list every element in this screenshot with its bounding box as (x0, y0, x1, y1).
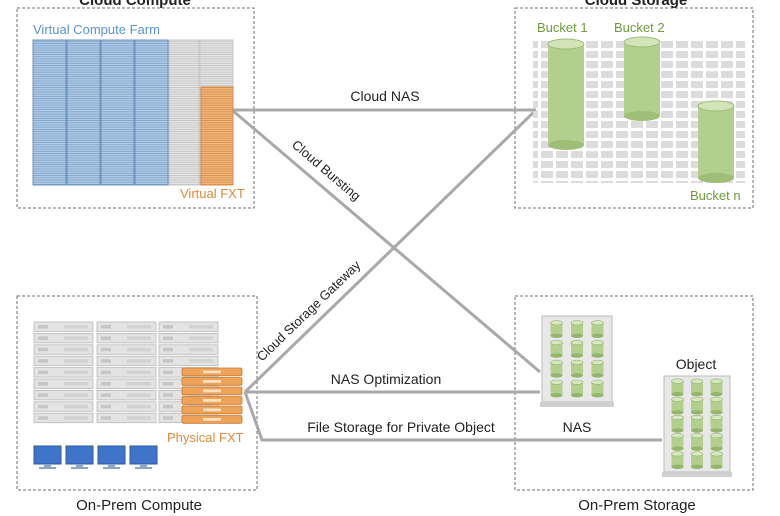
cloud-compute-box (16, 7, 255, 209)
bucket-2-label: Bucket 2 (614, 20, 665, 35)
monitor-icon (97, 445, 126, 469)
server-rack-icon (168, 39, 200, 186)
object-label: Object (676, 356, 717, 372)
file-storage-line (243, 391, 662, 442)
server-stack-icon (33, 321, 94, 424)
physical-fxt-label: Physical FXT (167, 430, 244, 445)
cloud-storage-title: Cloud Storage (585, 0, 688, 9)
bucket-n-label: Bucket n (690, 188, 741, 203)
bucket-2-icon (623, 36, 661, 121)
virtual-fxt-label: Virtual FXT (180, 186, 245, 201)
workstations (33, 445, 158, 469)
server-rack-icon (134, 39, 169, 186)
monitor-icon (33, 445, 62, 469)
physical-fxt-icon (181, 367, 243, 424)
cloud-bursting-line (231, 108, 541, 374)
onprem-storage-title: On-Prem Storage (578, 497, 696, 514)
server-rack-icon (66, 39, 101, 186)
object-cabinet-icon (662, 375, 732, 477)
server-rack-icon (100, 39, 135, 186)
bucket-1-icon (547, 38, 585, 150)
bucket-n-icon (697, 100, 735, 183)
onprem-compute-title: On-Prem Compute (76, 497, 202, 514)
server-stack-icon (96, 321, 157, 424)
cloud-storage-gateway-label: Cloud Storage Gateway (254, 257, 364, 364)
connection-lines (231, 108, 662, 442)
server-rack-icon (32, 39, 67, 186)
virtual-fxt-icon (200, 86, 234, 186)
virtual-compute-farm (32, 39, 234, 186)
bucket-1-label: Bucket 1 (537, 20, 588, 35)
monitor-icon (129, 445, 158, 469)
file-storage-label: File Storage for Private Object (307, 419, 495, 435)
cloud-storage-box (514, 7, 754, 209)
nas-label: NAS (563, 419, 592, 435)
monitor-icon (65, 445, 94, 469)
virtual-compute-farm-label: Virtual Compute Farm (33, 22, 160, 37)
cloud-storage-gateway-line (243, 108, 538, 394)
nas-cabinet-icon (540, 315, 614, 407)
cloud-nas-label: Cloud NAS (350, 88, 419, 104)
cloud-compute-title: Cloud Compute (79, 0, 191, 9)
cloud-bursting-label: Cloud Bursting (289, 137, 364, 204)
nas-optimization-label: NAS Optimization (331, 371, 441, 387)
